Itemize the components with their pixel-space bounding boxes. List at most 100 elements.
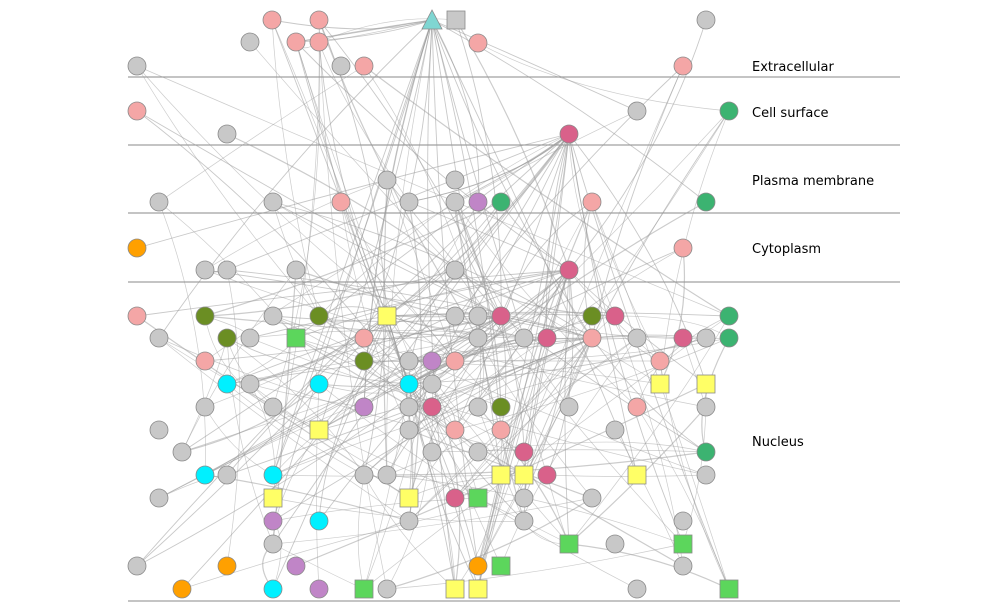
- network-node[interactable]: [627, 465, 647, 485]
- network-node[interactable]: [514, 488, 534, 508]
- network-node[interactable]: [673, 556, 693, 576]
- network-node[interactable]: [309, 10, 329, 30]
- network-node[interactable]: [286, 260, 306, 280]
- network-node[interactable]: [309, 306, 329, 326]
- network-node[interactable]: [719, 306, 739, 326]
- network-node[interactable]: [468, 579, 488, 599]
- network-node[interactable]: [422, 397, 442, 417]
- network-node[interactable]: [377, 170, 397, 190]
- network-node[interactable]: [127, 56, 147, 76]
- network-node[interactable]: [468, 33, 488, 53]
- network-node[interactable]: [514, 465, 534, 485]
- network-node[interactable]: [559, 124, 579, 144]
- network-node[interactable]: [354, 328, 374, 348]
- network-node[interactable]: [627, 397, 647, 417]
- network-node[interactable]: [445, 579, 465, 599]
- network-node[interactable]: [719, 579, 739, 599]
- network-node[interactable]: [696, 10, 716, 30]
- network-node[interactable]: [263, 465, 283, 485]
- network-node[interactable]: [491, 556, 511, 576]
- network-node[interactable]: [240, 32, 260, 52]
- network-node[interactable]: [263, 511, 283, 531]
- network-node[interactable]: [263, 192, 283, 212]
- network-node[interactable]: [422, 442, 442, 462]
- network-node[interactable]: [605, 534, 625, 554]
- network-node[interactable]: [445, 351, 465, 371]
- network-node[interactable]: [309, 511, 329, 531]
- network-node[interactable]: [377, 465, 397, 485]
- network-node[interactable]: [127, 556, 147, 576]
- network-node[interactable]: [309, 420, 329, 440]
- network-node[interactable]: [421, 9, 443, 30]
- network-node[interactable]: [354, 397, 374, 417]
- network-node[interactable]: [399, 397, 419, 417]
- network-node[interactable]: [627, 579, 647, 599]
- network-node[interactable]: [468, 192, 488, 212]
- network-node[interactable]: [240, 328, 260, 348]
- network-node[interactable]: [627, 101, 647, 121]
- network-node[interactable]: [263, 488, 283, 508]
- network-node[interactable]: [399, 420, 419, 440]
- network-node[interactable]: [445, 420, 465, 440]
- network-node[interactable]: [399, 488, 419, 508]
- network-node[interactable]: [354, 351, 374, 371]
- network-node[interactable]: [445, 488, 465, 508]
- network-node[interactable]: [673, 238, 693, 258]
- network-node[interactable]: [582, 306, 602, 326]
- network-node[interactable]: [650, 351, 670, 371]
- network-node[interactable]: [468, 397, 488, 417]
- network-node[interactable]: [217, 260, 237, 280]
- network-node[interactable]: [354, 465, 374, 485]
- network-node[interactable]: [377, 306, 397, 326]
- network-node[interactable]: [286, 328, 306, 348]
- network-node[interactable]: [422, 374, 442, 394]
- network-node[interactable]: [127, 101, 147, 121]
- network-node[interactable]: [468, 442, 488, 462]
- network-node[interactable]: [445, 260, 465, 280]
- network-node[interactable]: [286, 32, 306, 52]
- network-node[interactable]: [399, 192, 419, 212]
- network-node[interactable]: [195, 306, 215, 326]
- network-node[interactable]: [559, 534, 579, 554]
- network-node[interactable]: [127, 306, 147, 326]
- network-node[interactable]: [309, 579, 329, 599]
- network-node[interactable]: [399, 374, 419, 394]
- network-node[interactable]: [468, 556, 488, 576]
- network-node[interactable]: [263, 579, 283, 599]
- network-node[interactable]: [559, 260, 579, 280]
- network-node[interactable]: [537, 465, 557, 485]
- network-node[interactable]: [650, 374, 670, 394]
- network-node[interactable]: [673, 56, 693, 76]
- network-node[interactable]: [263, 534, 283, 554]
- network-node[interactable]: [491, 465, 511, 485]
- network-node[interactable]: [582, 488, 602, 508]
- network-node[interactable]: [422, 351, 442, 371]
- network-node[interactable]: [195, 465, 215, 485]
- network-node[interactable]: [195, 260, 215, 280]
- network-node[interactable]: [286, 556, 306, 576]
- network-node[interactable]: [719, 328, 739, 348]
- network-node[interactable]: [331, 192, 351, 212]
- network-node[interactable]: [627, 328, 647, 348]
- network-node[interactable]: [514, 442, 534, 462]
- network-node[interactable]: [217, 124, 237, 144]
- network-node[interactable]: [377, 579, 397, 599]
- network-node[interactable]: [696, 397, 716, 417]
- network-node[interactable]: [445, 306, 465, 326]
- network-node[interactable]: [262, 10, 282, 30]
- network-node[interactable]: [696, 328, 716, 348]
- network-node[interactable]: [673, 328, 693, 348]
- network-node[interactable]: [514, 328, 534, 348]
- network-node[interactable]: [468, 306, 488, 326]
- network-node[interactable]: [149, 328, 169, 348]
- network-node[interactable]: [673, 534, 693, 554]
- network-node[interactable]: [537, 328, 557, 348]
- network-node[interactable]: [468, 488, 488, 508]
- network-node[interactable]: [354, 56, 374, 76]
- network-node[interactable]: [149, 488, 169, 508]
- network-node[interactable]: [696, 192, 716, 212]
- network-node[interactable]: [309, 32, 329, 52]
- network-node[interactable]: [217, 374, 237, 394]
- network-node[interactable]: [172, 579, 192, 599]
- network-node[interactable]: [605, 420, 625, 440]
